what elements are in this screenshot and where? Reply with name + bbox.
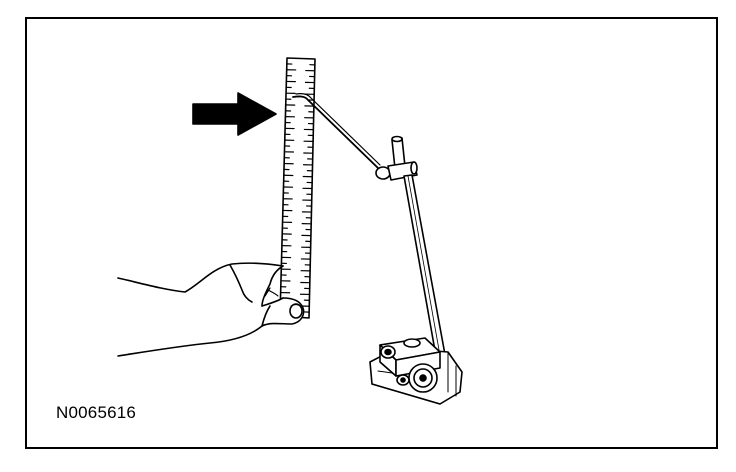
figure-id-label: N0065616	[56, 403, 137, 422]
dial-indicator-stand-icon	[369, 135, 463, 405]
figure-frame: N0065616	[25, 17, 718, 449]
probe-arm	[292, 93, 381, 169]
arrow-right-icon	[192, 92, 277, 136]
illustration	[117, 57, 463, 405]
hand-icon	[117, 262, 305, 357]
ruler-icon	[279, 57, 316, 319]
